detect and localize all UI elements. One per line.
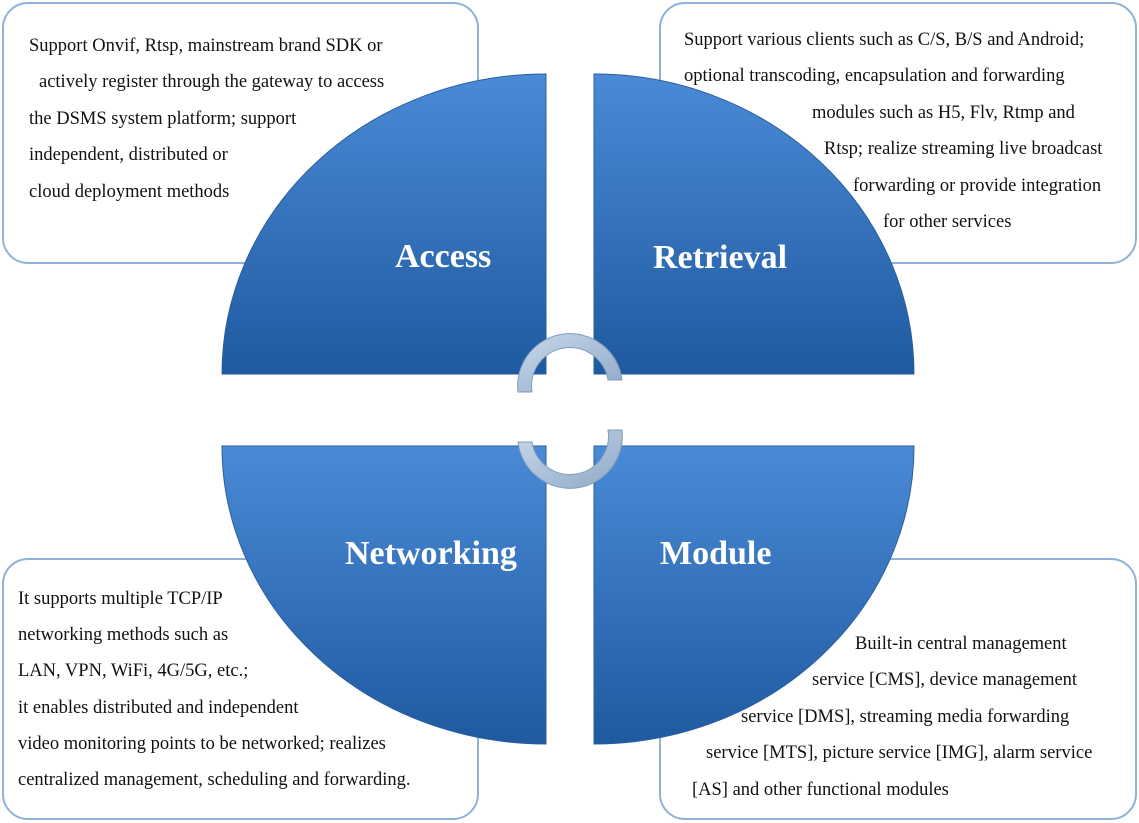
module-line-2: service [CMS], device management (812, 670, 1078, 690)
cycle-arrow-bottom-icon (517, 429, 623, 489)
access-quadrant (221, 73, 547, 375)
access-line-5: cloud deployment methods (29, 182, 230, 202)
networking-line-3: LAN, VPN, WiFi, 4G/5G, etc.; (18, 661, 249, 681)
networking-line-1: It supports multiple TCP/IP (18, 589, 223, 609)
retrieval-line-1: Support various clients such as C/S, B/S… (684, 30, 1085, 50)
networking-title: Networking (345, 535, 517, 572)
access-line-4: independent, distributed or (29, 145, 228, 165)
networking-line-5: video monitoring points to be networked;… (18, 734, 386, 754)
retrieval-line-3: modules such as H5, Flv, Rtmp and (812, 103, 1075, 123)
cycle-arrow-top-icon (517, 333, 623, 393)
retrieval-line-6: for other services (883, 212, 1012, 232)
retrieval-quadrant (593, 73, 915, 375)
retrieval-line-5: forwarding or provide integration (853, 176, 1102, 196)
module-quadrant (593, 445, 915, 745)
module-line-1: Built-in central management (855, 634, 1067, 654)
networking-quadrant (221, 445, 547, 745)
module-line-3: service [DMS], streaming media forwardin… (741, 707, 1070, 727)
access-line-1: Support Onvif, Rtsp, mainstream brand SD… (29, 36, 383, 56)
networking-line-6: centralized management, scheduling and f… (18, 770, 411, 790)
networking-line-2: networking methods such as (18, 625, 229, 645)
module-line-4: service [MTS], picture service [IMG], al… (706, 743, 1093, 763)
module-line-5: [AS] and other functional modules (692, 780, 949, 800)
access-line-2: actively register through the gateway to… (39, 72, 385, 92)
access-line-3: the DSMS system platform; support (29, 109, 297, 129)
retrieval-title: Retrieval (653, 239, 787, 276)
retrieval-line-2: optional transcoding, encapsulation and … (684, 66, 1065, 86)
access-title: Access (395, 238, 491, 275)
networking-line-4: it enables distributed and independent (18, 698, 299, 718)
module-title: Module (660, 535, 771, 572)
retrieval-line-4: Rtsp; realize streaming live broadcast (824, 139, 1103, 159)
